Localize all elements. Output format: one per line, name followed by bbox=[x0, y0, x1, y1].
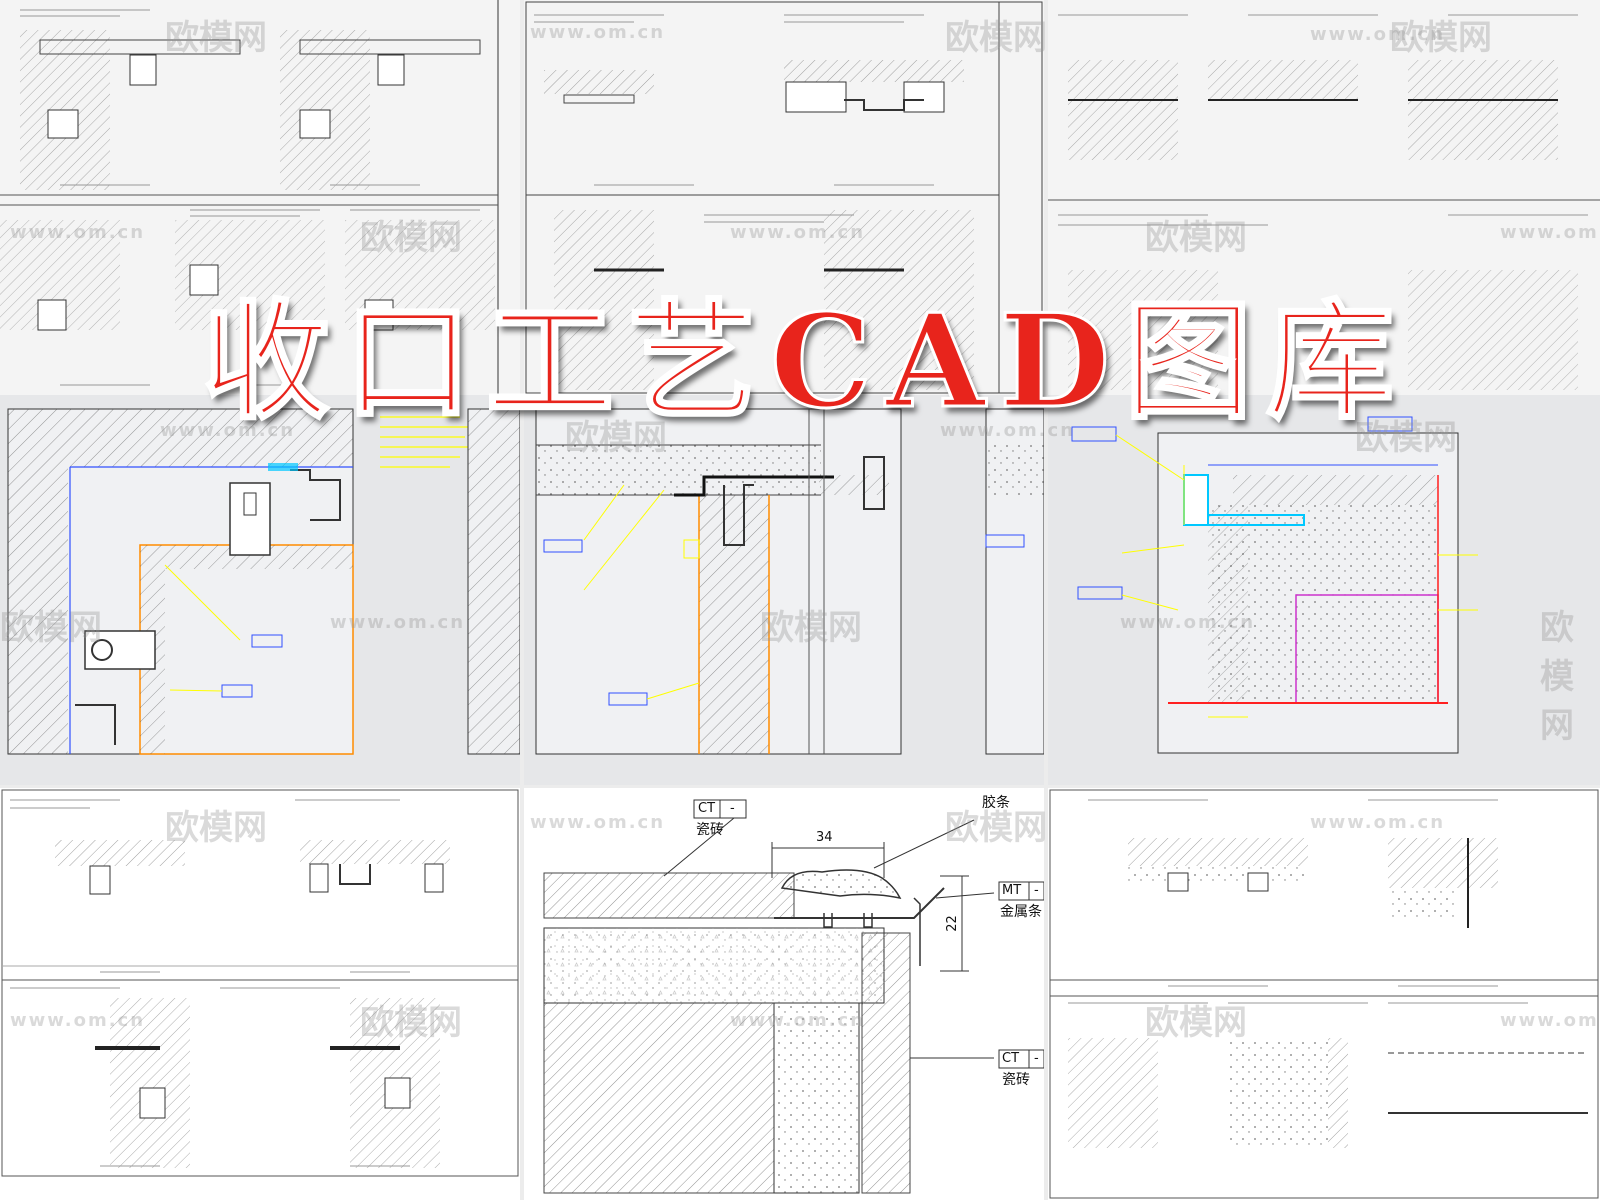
watermark-url: www.om.cn bbox=[730, 222, 866, 243]
mt-dash: - bbox=[1034, 883, 1039, 898]
cad-sheet-3 bbox=[1048, 0, 1600, 395]
cad-drawing-5 bbox=[535, 408, 1044, 755]
watermark-logo: 欧模网 bbox=[1390, 18, 1492, 58]
cad-sheet-9 bbox=[1048, 788, 1600, 1200]
cad-detail-main: CT - 瓷砖 胶条 34 MT - 金属条 22 CT - 瓷砖 bbox=[524, 788, 1044, 1200]
cad-sheet-6 bbox=[1048, 395, 1600, 785]
ct-code-top: CT bbox=[698, 801, 716, 816]
watermark-logo: 欧模网 bbox=[565, 418, 667, 458]
watermark-logo: 欧模网 bbox=[360, 218, 462, 258]
watermark-logo: 欧模网 bbox=[1540, 608, 1574, 746]
cad-drawing-3 bbox=[1048, 14, 1600, 390]
ct-code-bottom: CT bbox=[1002, 1051, 1020, 1066]
cad-sheet-7 bbox=[0, 788, 520, 1200]
ct-name-bottom: 瓷砖 bbox=[1002, 1072, 1030, 1088]
watermark-logo: 欧模网 bbox=[165, 808, 267, 848]
watermark-url: www.om.cn bbox=[10, 1010, 146, 1031]
watermark-url: www.om.cn bbox=[1500, 1010, 1600, 1031]
cad-drawing-1 bbox=[0, 0, 499, 395]
cad-drawing-4 bbox=[7, 408, 520, 755]
banner-title: 收口工艺CAD图库 bbox=[200, 285, 1409, 438]
cad-sheet-1 bbox=[0, 0, 520, 395]
watermark-url: www.om.cn bbox=[160, 420, 296, 441]
mt-name: 金属条 bbox=[1000, 904, 1042, 920]
cad-drawing-7 bbox=[1, 789, 519, 1177]
banner: 收口工艺CAD图库 bbox=[190, 270, 1420, 438]
cad-drawing-main bbox=[543, 799, 1044, 1194]
watermark-url: www.om.cn bbox=[10, 222, 146, 243]
cad-sheet-5 bbox=[524, 395, 1044, 785]
watermark-url: www.om.cn bbox=[330, 612, 466, 633]
watermark-logo: 欧模网 bbox=[760, 608, 862, 648]
watermark-url: www.om.cn bbox=[1310, 24, 1446, 45]
ct-dash-top: - bbox=[730, 801, 735, 816]
watermark-url: www.om.cn bbox=[530, 22, 666, 43]
watermark-logo: 欧模网 bbox=[360, 1003, 462, 1043]
ct-dash-bottom: - bbox=[1034, 1051, 1039, 1066]
dim-height: 22 bbox=[944, 915, 960, 932]
cad-sheet-4 bbox=[0, 395, 520, 785]
strip-label: 胶条 bbox=[982, 795, 1010, 811]
watermark-url: www.om.cn bbox=[1120, 612, 1256, 633]
watermark-url: www.om.cn bbox=[940, 420, 1076, 441]
watermark-logo: 欧模网 bbox=[945, 18, 1047, 58]
watermark-url: www.om.cn bbox=[1310, 812, 1446, 833]
watermark-url: www.om.cn bbox=[530, 812, 666, 833]
ct-name-top: 瓷砖 bbox=[696, 822, 724, 838]
mt-code: MT bbox=[1002, 883, 1022, 898]
watermark-logo: 欧模网 bbox=[1145, 1003, 1247, 1043]
watermark-logo: 欧模网 bbox=[945, 808, 1047, 848]
dim-width: 34 bbox=[816, 830, 833, 845]
watermark-logo: 欧模网 bbox=[1355, 418, 1457, 458]
cad-sheet-2 bbox=[524, 0, 1044, 395]
watermark-url: www.om.cn bbox=[1500, 222, 1600, 243]
cad-drawing-6 bbox=[1071, 416, 1478, 754]
cad-drawing-9 bbox=[1049, 789, 1599, 1199]
watermark-logo: 欧模网 bbox=[1145, 218, 1247, 258]
watermark-url: www.om.cn bbox=[730, 1010, 866, 1031]
watermark-logo: 欧模网 bbox=[165, 18, 267, 58]
cad-drawing-2 bbox=[525, 1, 1043, 394]
watermark-logo: 欧模网 bbox=[0, 608, 102, 648]
